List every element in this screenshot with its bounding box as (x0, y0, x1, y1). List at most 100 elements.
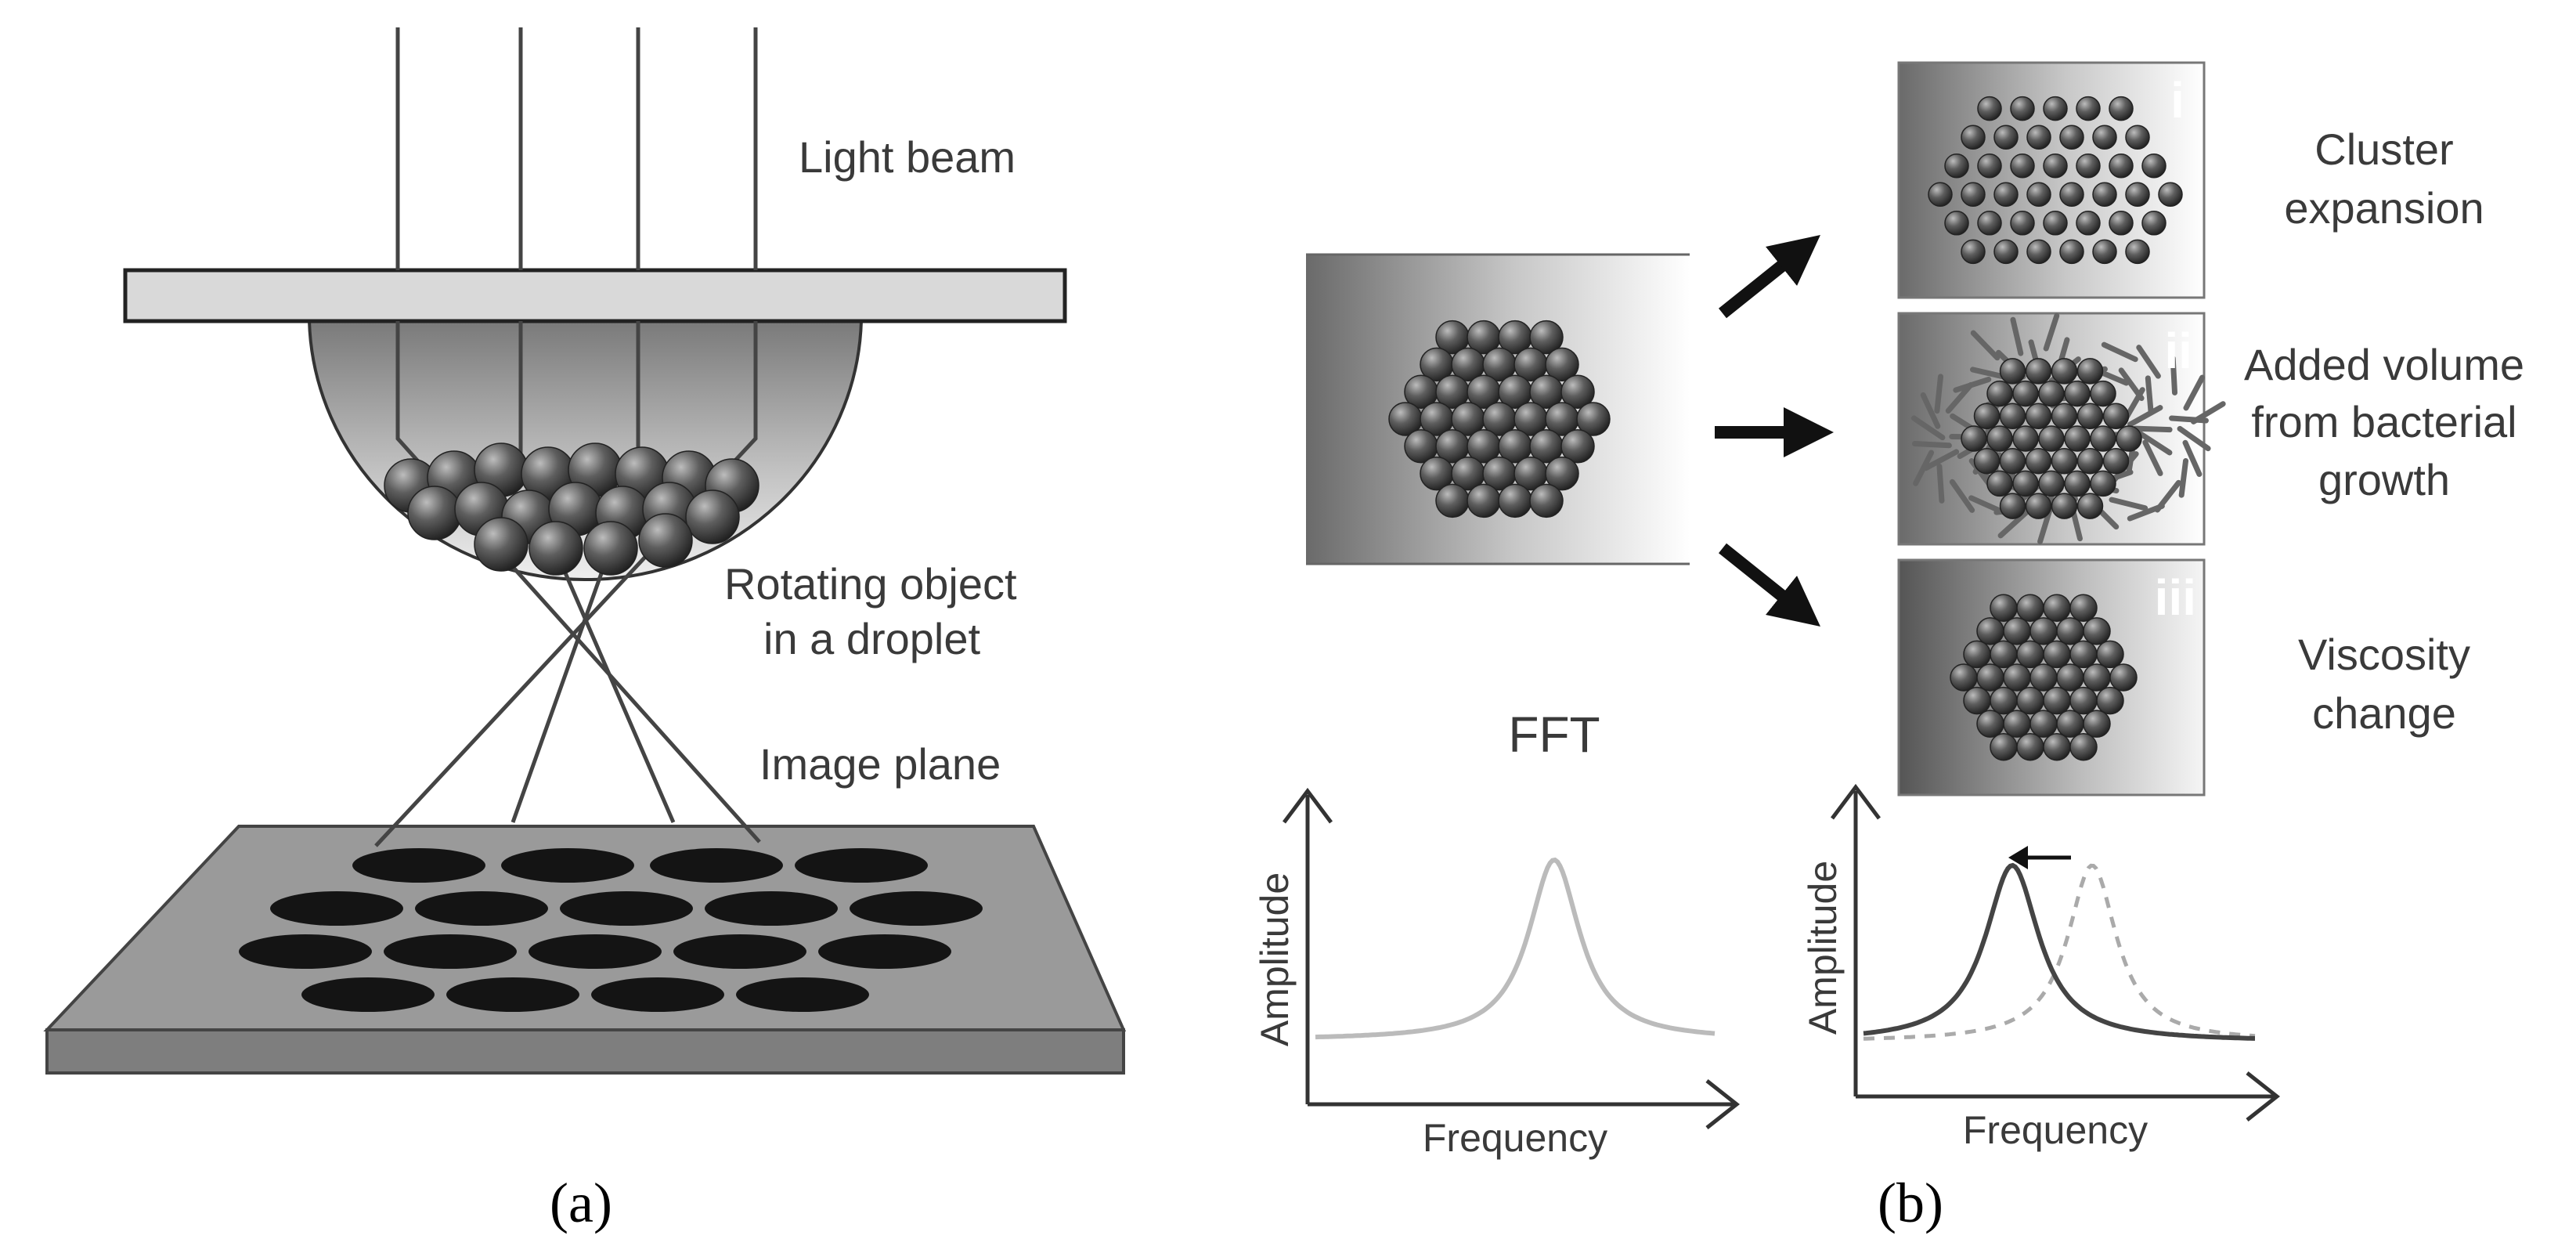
cluster-sphere (2003, 663, 2031, 692)
cluster-sphere (2059, 239, 2084, 265)
image-spot (736, 977, 869, 1012)
cluster-sphere (2069, 686, 2098, 715)
bacterium-rod (2169, 415, 2209, 424)
cluster-sphere (638, 513, 693, 568)
cluster-sphere (2092, 125, 2117, 150)
bacterium-rod (1923, 449, 1960, 471)
cluster-sphere (1576, 402, 1611, 436)
cluster-sphere (2096, 686, 2124, 715)
cluster-sphere (1961, 182, 1986, 208)
bacterium-rod (2177, 425, 2211, 452)
cluster-sphere (1961, 425, 1987, 452)
image-spot (529, 934, 662, 969)
cluster-sphere (2109, 663, 2138, 692)
cluster-sphere (1986, 470, 2013, 497)
cluster-sphere (2083, 663, 2111, 692)
outcome-i-line2: expansion (2284, 183, 2484, 233)
image-spot (415, 891, 548, 926)
cluster-sphere (2090, 470, 2116, 497)
cluster-sphere (1976, 710, 2004, 738)
cluster-sphere (2043, 96, 2068, 121)
image-spot (650, 848, 783, 883)
bacterium-rod (1997, 509, 2029, 539)
cluster-sphere (2051, 358, 2078, 385)
cluster-sphere (2076, 96, 2101, 121)
rotating-object-label-line2: in a droplet (763, 614, 981, 663)
cluster-sphere (2141, 211, 2167, 236)
bacterium-rod (1949, 479, 1975, 513)
cluster-sphere (1976, 663, 2004, 692)
cluster-sphere (1435, 483, 1470, 518)
bacterium-rod (2142, 439, 2163, 476)
cluster-sphere (1950, 663, 1978, 692)
panel-a-label: (a) (550, 1172, 612, 1234)
cluster-sphere (2092, 239, 2117, 265)
cluster-sphere (2076, 403, 2104, 430)
growth-cluster (1961, 358, 2142, 519)
cluster-sphere (1999, 358, 2026, 385)
cluster-sphere (1999, 493, 2026, 519)
cluster-sphere (1545, 456, 1579, 491)
cluster-sphere (1990, 640, 2018, 669)
cluster-sphere (2012, 470, 2039, 497)
transition-arrows (1715, 235, 1834, 627)
cluster-sphere (2003, 710, 2031, 738)
cluster-sphere (1999, 403, 2026, 430)
cluster-sphere (2158, 182, 2183, 208)
original-peak-dashed (1863, 863, 2256, 1041)
cluster-sphere (1529, 483, 1564, 518)
cluster-sphere (2102, 447, 2130, 475)
cluster-sphere (1993, 125, 2019, 150)
cluster-sphere (1944, 153, 1969, 179)
cluster-sphere (2025, 358, 2052, 385)
panel-b: i ii iii Cluster expansion Added volume … (1253, 61, 2524, 1234)
outcome-ii-line1: Added volume (2244, 340, 2524, 389)
cluster-sphere (2016, 640, 2044, 669)
cluster-sphere (1977, 96, 2002, 121)
cluster-sphere (2016, 686, 2044, 715)
cluster-sphere (1990, 732, 2018, 761)
cluster-sphere (685, 489, 740, 544)
left-xlabel: Frequency (1423, 1116, 1607, 1160)
cluster-sphere (1973, 447, 2001, 475)
bacterium-rod (2136, 345, 2161, 379)
cluster-sphere (2043, 686, 2071, 715)
cluster-sphere (2059, 125, 2084, 150)
roman-ii: ii (2164, 323, 2192, 379)
outcome-iii-line2: change (2312, 688, 2456, 738)
cluster-sphere (2076, 447, 2104, 475)
bacterium-rod (1945, 381, 1974, 414)
cluster-sphere (1993, 239, 2019, 265)
outcome-ii-line3: growth (2318, 455, 2450, 504)
arrow-to-i (1719, 235, 1820, 319)
roman-iii: iii (2155, 569, 2196, 626)
viscosity-cluster (1950, 594, 2138, 761)
cluster-sphere (2083, 710, 2111, 738)
cluster-sphere (2076, 358, 2104, 385)
cluster-sphere (1529, 320, 1564, 355)
cluster-sphere (2012, 425, 2039, 452)
image-spot (501, 848, 634, 883)
panel-b-label: (b) (1878, 1172, 1943, 1234)
cluster-sphere (2125, 239, 2150, 265)
bacterium-rod (2178, 458, 2189, 498)
resonance-peak (1315, 857, 1716, 1040)
image-plane-label: Image plane (759, 739, 1001, 789)
cluster-sphere (2069, 640, 2098, 669)
cluster-sphere (2083, 617, 2111, 645)
cluster-sphere (1993, 182, 2019, 208)
cluster-sphere (1986, 425, 2013, 452)
fft-title: FFT (1508, 706, 1600, 763)
cluster-sphere (2064, 470, 2091, 497)
shifted-peak (1863, 862, 2255, 1041)
cluster-sphere (529, 521, 583, 576)
cluster-sphere (2043, 211, 2068, 236)
bacterium-rod (2101, 341, 2138, 363)
cluster-sphere (2016, 594, 2044, 623)
outcome-labels: Cluster expansion Added volume from bact… (2244, 125, 2524, 738)
bacterium-rod (2109, 497, 2148, 511)
image-spot (352, 848, 485, 883)
cluster-sphere (2003, 617, 2031, 645)
cluster-sphere (1990, 686, 2018, 715)
